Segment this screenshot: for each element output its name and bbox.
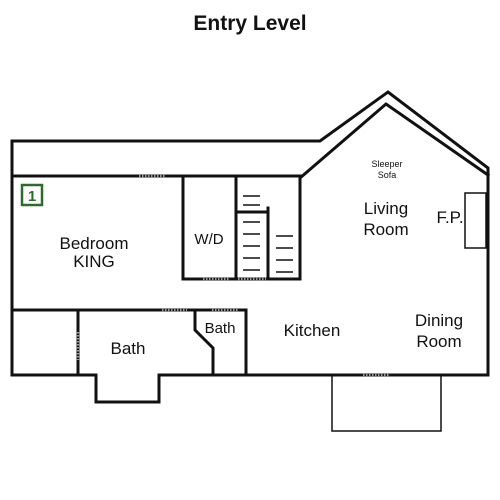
living-room-label-2: Room	[363, 220, 408, 239]
room-number-badge	[20, 183, 44, 207]
bath-label: Bath	[111, 339, 146, 358]
room-number: 1	[28, 188, 36, 205]
living-room-label-1: Living	[364, 199, 408, 218]
bedroom-label: Bedroom	[60, 234, 129, 253]
dining-room-label-2: Room	[416, 332, 461, 351]
page-title: Entry Level	[193, 12, 307, 35]
sleeper-sofa-label-1: Sleeper	[371, 159, 402, 169]
kitchen-label: Kitchen	[284, 321, 341, 340]
dining-room-label-1: Dining	[415, 311, 463, 330]
small-bath-label: Bath	[205, 320, 236, 337]
laundry-closet-wall	[181, 174, 238, 281]
fireplace-label: F.P.	[436, 208, 463, 227]
fireplace-shape	[464, 192, 487, 249]
stair-treads	[243, 195, 293, 273]
laundry-label: W/D	[194, 231, 223, 248]
bath-bump-out	[94, 373, 490, 404]
bedroom-king-label: KING	[73, 252, 115, 271]
deck-outline	[331, 376, 442, 432]
sleeper-sofa-label-2: Sofa	[378, 170, 397, 180]
small-bath-angled-wall	[193, 308, 215, 377]
